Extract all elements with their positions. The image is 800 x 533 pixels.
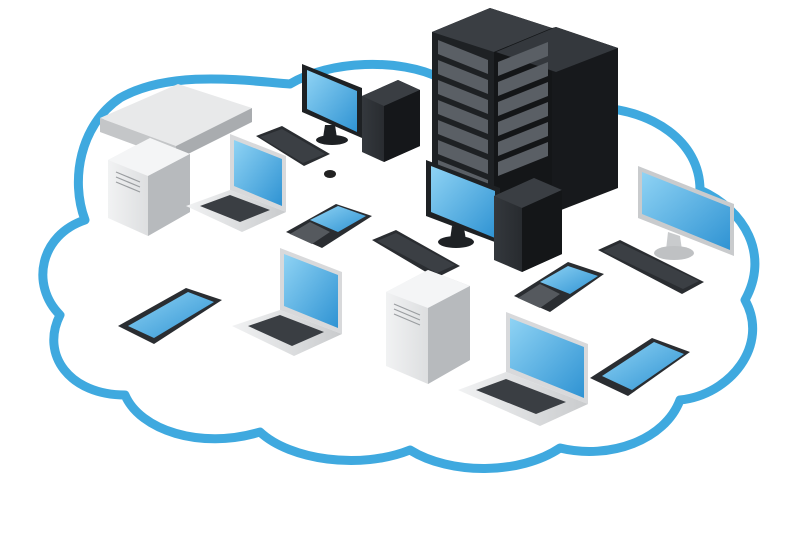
desktop-monitor-center <box>426 160 500 248</box>
server-rack <box>432 8 618 236</box>
laptop-lower-center <box>458 312 588 426</box>
keyboard-center <box>372 230 460 278</box>
smartphone-left <box>118 288 222 344</box>
tower-pc-center <box>494 178 562 272</box>
desktop-monitor-right <box>638 166 734 260</box>
smartphone-right-upper <box>514 262 604 312</box>
laptop-upper-left <box>186 134 286 232</box>
laptop-center-left <box>232 248 342 356</box>
smartphone-upper <box>286 204 372 248</box>
tower-server-center <box>386 270 470 384</box>
desktop-monitor-top <box>302 64 362 145</box>
tower-server-left <box>108 138 190 236</box>
keyboard-right <box>598 240 704 294</box>
smartphone-right-lower <box>590 338 690 396</box>
tower-pc-top <box>362 80 420 162</box>
keyboard-top <box>256 126 336 178</box>
